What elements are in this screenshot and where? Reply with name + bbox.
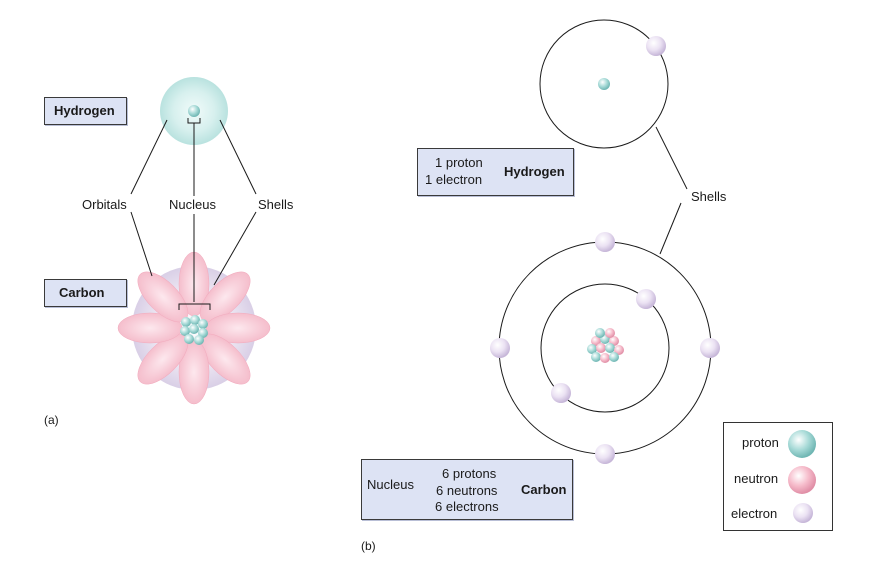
legend-proton-icon	[788, 430, 816, 458]
carbon-nucleus-a	[180, 315, 208, 345]
hydrogen-label: Hydrogen	[54, 103, 115, 118]
carbon-nucleus-b	[587, 328, 624, 363]
carbon-label-box: Carbon	[44, 279, 127, 307]
hydrogen-info-box: 1 proton 1 electron Hydrogen	[417, 148, 574, 196]
shells-label-b: Shells	[691, 189, 727, 204]
carbon-label: Carbon	[59, 285, 105, 300]
box-brackets	[418, 155, 516, 511]
hydrogen-bohr-model	[539, 19, 669, 149]
nucleus-label-a: Nucleus	[169, 197, 216, 212]
carbon-nucleus-label: Nucleus	[367, 477, 414, 492]
panel-a-leader-lines	[130, 118, 257, 310]
shells-label-a: Shells	[258, 197, 294, 212]
hydrogen-label-box: Hydrogen	[44, 97, 127, 125]
carbon-proton-count: 6 protons	[442, 466, 497, 481]
legend-electron-icon	[793, 503, 813, 523]
hydrogen-orbital-cloud	[160, 77, 228, 145]
panel-b-letter: (b)	[361, 539, 376, 553]
carbon-bohr-model	[490, 232, 720, 464]
carbon-element-name: Carbon	[521, 482, 567, 497]
legend-proton-label: proton	[742, 435, 779, 450]
orbitals-label: Orbitals	[82, 197, 127, 212]
legend-neutron-icon	[788, 466, 816, 494]
carbon-info-box: Nucleus 6 protons 6 neutrons 6 electrons…	[361, 459, 573, 520]
hydrogen-element-name: Hydrogen	[504, 164, 565, 179]
panel-a-letter: (a)	[44, 413, 59, 427]
legend-neutron-label: neutron	[734, 471, 779, 486]
particle-legend: proton neutron electron	[723, 422, 833, 531]
shells-leader-lines	[655, 126, 688, 255]
carbon-neutron-count: 6 neutrons	[436, 483, 498, 498]
hydrogen-proton-count: 1 proton	[435, 155, 483, 170]
hydrogen-electron-count: 1 electron	[425, 172, 483, 187]
carbon-electron-count: 6 electrons	[435, 499, 499, 514]
legend-electron-label: electron	[731, 506, 778, 521]
